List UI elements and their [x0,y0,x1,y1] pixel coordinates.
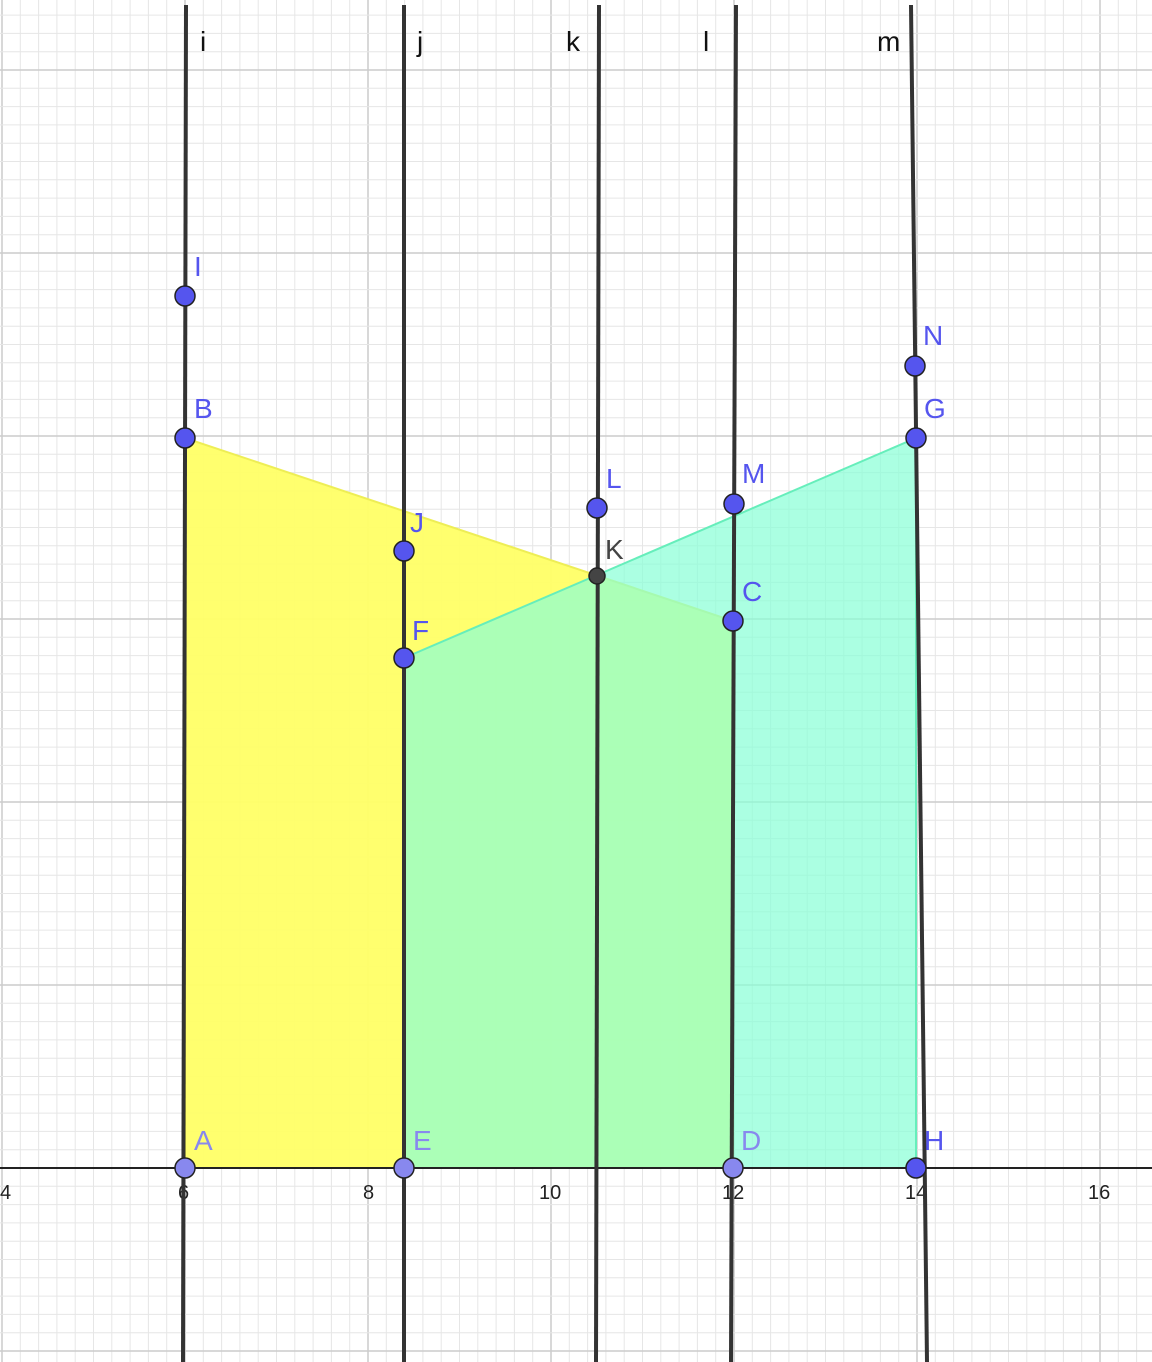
point-label-C: C [742,576,762,607]
line-label-m: m [877,26,900,57]
point-label-M: M [742,458,765,489]
point-label-B: B [194,393,213,424]
x-tick-label: 8 [363,1182,374,1204]
point-M[interactable] [723,493,745,515]
point-label-K: K [605,534,624,565]
x-tick-label: 10 [539,1182,561,1204]
line-label-k: k [566,26,581,57]
point-label-A: A [194,1125,213,1156]
vertical-lines [181,4,929,1362]
point-label-H: H [924,1125,944,1156]
point-D[interactable] [722,1157,744,1179]
point-label-L: L [606,463,622,494]
line-k[interactable] [594,4,601,1362]
point-G[interactable] [905,427,927,449]
point-E[interactable] [393,1157,415,1179]
point-label-D: D [741,1125,761,1156]
point-F[interactable] [393,647,415,669]
point-I[interactable] [174,285,196,307]
point-L[interactable] [586,497,608,519]
line-label-l: l [703,26,709,57]
x-tick-label: 4 [0,1182,11,1204]
points [174,285,927,1179]
point-label-N: N [923,320,943,351]
line-m[interactable] [909,4,929,1362]
point-A[interactable] [174,1157,196,1179]
line-l[interactable] [729,4,738,1362]
point-H[interactable] [905,1157,927,1179]
point-labels: I B A J F E L K M C D N G H [194,251,946,1156]
point-label-F: F [412,615,429,646]
point-B[interactable] [174,427,196,449]
line-i[interactable] [181,4,188,1362]
point-J[interactable] [393,540,415,562]
point-K[interactable] [588,567,606,585]
point-label-E: E [413,1125,432,1156]
point-label-I: I [194,251,202,282]
line-label-i: i [200,26,206,57]
x-tick-label: 16 [1088,1182,1110,1204]
point-label-J: J [410,507,424,538]
point-C[interactable] [722,610,744,632]
line-label-j: j [416,26,423,57]
x-tick-label: 14 [905,1182,927,1204]
point-N[interactable] [904,355,926,377]
point-label-G: G [924,393,946,424]
